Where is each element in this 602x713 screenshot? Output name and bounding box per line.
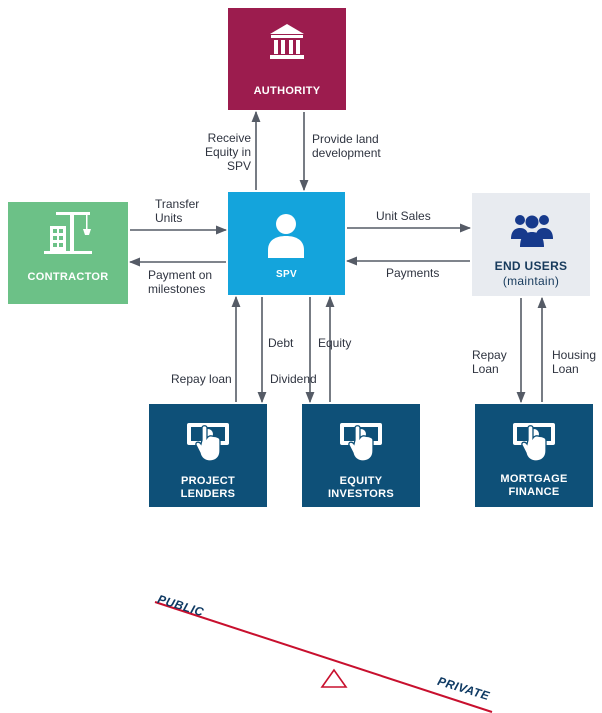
equity-investors-node: EQUITY INVESTORS	[302, 404, 420, 507]
flow-transfer-units-line-1: Transfer	[155, 197, 200, 211]
project-lenders-label-1: PROJECT	[180, 475, 236, 487]
mortgage-finance-label-2: FINANCE	[508, 486, 560, 498]
building-columns-icon	[270, 24, 304, 59]
flow-receive-equity-line-2: Equity in	[205, 145, 252, 159]
flow-repay-mortgage-line-1: Repay	[472, 348, 507, 362]
spv-label: SPV	[276, 269, 297, 280]
flow-repay-mortgage-line-2: Loan	[472, 362, 499, 376]
flow-payments-label: Payments	[386, 266, 440, 280]
contractor-label: CONTRACTOR	[27, 271, 109, 283]
end-users-label: END USERS	[494, 259, 568, 273]
end-users-node: END USERS (maintain)	[472, 193, 590, 296]
flow-unit-sales-label: Unit Sales	[376, 209, 431, 223]
flow-debt-label: Debt	[268, 336, 294, 350]
flow-repay-mortgage-label: Repay Loan	[472, 348, 507, 376]
hand-money-icon	[513, 423, 555, 462]
hand-money-icon	[187, 423, 229, 462]
crane-building-icon	[44, 212, 92, 254]
flow-equity-label: Equity	[318, 336, 352, 350]
equity-investors-label-1: EQUITY	[339, 475, 383, 487]
flow-receive-equity-label: Receive Equity in SPV	[205, 131, 251, 173]
flow-housing-loan-label: Housing Loan	[552, 348, 596, 376]
mortgage-finance-label-1: MORTGAGE	[500, 473, 568, 485]
flow-provide-land-label: Provide land development	[312, 132, 381, 160]
spv-node: SPV	[228, 192, 345, 295]
flow-payment-milestones-label: Payment on milestones	[148, 268, 212, 296]
flow-housing-loan-line-1: Housing	[552, 348, 597, 362]
group-users-icon	[511, 215, 553, 247]
flow-receive-equity-line-1: Receive	[207, 131, 252, 145]
end-users-sublabel: (maintain)	[502, 274, 560, 288]
equity-investors-label-2: INVESTORS	[327, 488, 395, 500]
authority-node: AUTHORITY	[228, 8, 346, 110]
flow-payment-milestones-line-1: Payment on	[148, 268, 213, 282]
flow-provide-land-line-2: development	[312, 146, 381, 160]
flow-housing-loan-line-2: Loan	[552, 362, 579, 376]
flow-repay-loan-label: Repay loan	[171, 372, 232, 386]
contractor-node: CONTRACTOR	[8, 202, 128, 304]
project-lenders-label-2: LENDERS	[180, 488, 236, 500]
mortgage-finance-node: MORTGAGE FINANCE	[475, 404, 593, 507]
person-icon	[268, 214, 304, 258]
flow-receive-equity-line-3: SPV	[227, 159, 252, 173]
flow-dividend-label: Dividend	[270, 372, 317, 386]
flow-provide-land-line-1: Provide land	[312, 132, 379, 146]
project-lenders-node: PROJECT LENDERS	[149, 404, 267, 507]
authority-label: AUTHORITY	[253, 85, 321, 97]
balance-fulcrum	[320, 668, 348, 688]
flow-transfer-units-label: Transfer Units	[155, 197, 199, 225]
hand-money-icon	[340, 423, 382, 462]
balance-beam	[154, 601, 493, 713]
flow-payment-milestones-line-2: milestones	[148, 282, 206, 296]
flow-transfer-units-line-2: Units	[155, 211, 183, 225]
